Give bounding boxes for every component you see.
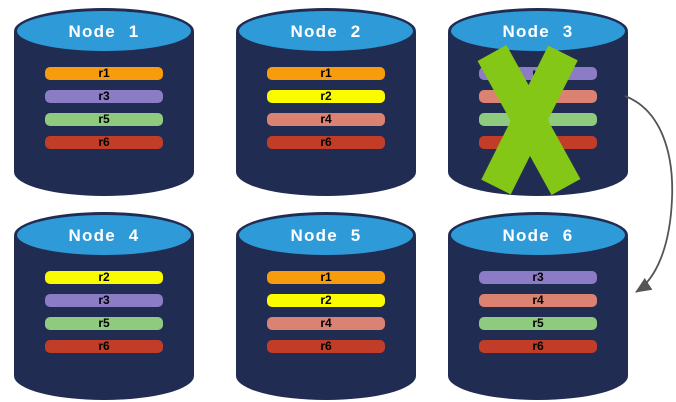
- db-node-2: Node 2 r1 r2 r4 r6: [236, 8, 416, 196]
- node-label: Node 2: [290, 21, 362, 41]
- replica-list: r3 r4 r5 r6: [479, 271, 597, 353]
- cylinder-top: Node 3: [448, 8, 628, 54]
- replica-bar: r4: [479, 294, 597, 307]
- replica-list: r1 r2 r4 r6: [267, 271, 385, 353]
- db-node-3: Node 3 r3 r4 r5 r6: [448, 8, 628, 196]
- cylinder-top: Node 2: [236, 8, 416, 54]
- replica-label: r1: [98, 66, 110, 80]
- replica-label: r6: [320, 135, 332, 149]
- replica-label: r2: [320, 89, 332, 103]
- db-node-5: Node 5 r1 r2 r4 r6: [236, 212, 416, 400]
- node-label: Node 6: [502, 225, 574, 245]
- replica-label: r6: [532, 135, 544, 149]
- replica-bar: r3: [479, 67, 597, 80]
- replica-bar: r3: [45, 294, 163, 307]
- replica-label: r2: [320, 293, 332, 307]
- replica-label: r4: [532, 89, 544, 103]
- replica-label: r6: [532, 339, 544, 353]
- replica-label: r5: [532, 316, 544, 330]
- replica-bar: r6: [45, 136, 163, 149]
- db-node-1: Node 1 r1 r3 r5 r6: [14, 8, 194, 196]
- node-label: Node 1: [68, 21, 140, 41]
- replica-bar: r1: [267, 67, 385, 80]
- replica-bar: r4: [267, 317, 385, 330]
- replica-label: r6: [98, 135, 110, 149]
- replica-bar: r1: [267, 271, 385, 284]
- replica-bar: r6: [45, 340, 163, 353]
- replica-label: r3: [98, 89, 110, 103]
- replica-bar: r4: [479, 90, 597, 103]
- replica-bar: r3: [45, 90, 163, 103]
- replica-label: r1: [320, 66, 332, 80]
- replica-label: r3: [532, 270, 544, 284]
- replica-list: r1 r3 r5 r6: [45, 67, 163, 149]
- replica-bar: r5: [479, 113, 597, 126]
- replica-bar: r2: [45, 271, 163, 284]
- failover-arrow: [624, 95, 674, 293]
- cylinder-top: Node 1: [14, 8, 194, 54]
- replica-bar: r4: [267, 113, 385, 126]
- db-node-4: Node 4 r2 r3 r5 r6: [14, 212, 194, 400]
- replica-label: r4: [320, 112, 332, 126]
- replica-label: r3: [98, 293, 110, 307]
- replica-label: r2: [98, 270, 110, 284]
- replica-list: r2 r3 r5 r6: [45, 271, 163, 353]
- replica-bar: r2: [267, 294, 385, 307]
- node-label: Node 4: [68, 225, 140, 245]
- replica-bar: r5: [45, 113, 163, 126]
- replica-bar: r5: [479, 317, 597, 330]
- replica-bar: r6: [479, 340, 597, 353]
- replica-list: r3 r4 r5 r6: [479, 67, 597, 149]
- replica-bar: r6: [479, 136, 597, 149]
- replica-label: r5: [532, 112, 544, 126]
- replica-label: r5: [98, 316, 110, 330]
- cylinder-top: Node 6: [448, 212, 628, 258]
- node-label: Node 5: [290, 225, 362, 245]
- node-label: Node 3: [502, 21, 574, 41]
- replica-label: r6: [98, 339, 110, 353]
- replica-label: r5: [98, 112, 110, 126]
- replica-list: r1 r2 r4 r6: [267, 67, 385, 149]
- db-node-6: Node 6 r3 r4 r5 r6: [448, 212, 628, 400]
- replica-label: r3: [532, 66, 544, 80]
- replica-label: r4: [320, 316, 332, 330]
- cylinder-top: Node 4: [14, 212, 194, 258]
- cylinder-top: Node 5: [236, 212, 416, 258]
- replica-bar: r5: [45, 317, 163, 330]
- replica-bar: r2: [267, 90, 385, 103]
- replica-label: r4: [532, 293, 544, 307]
- replica-bar: r3: [479, 271, 597, 284]
- replica-label: r6: [320, 339, 332, 353]
- replica-bar: r1: [45, 67, 163, 80]
- replica-bar: r6: [267, 136, 385, 149]
- replica-bar: r6: [267, 340, 385, 353]
- replica-label: r1: [320, 270, 332, 284]
